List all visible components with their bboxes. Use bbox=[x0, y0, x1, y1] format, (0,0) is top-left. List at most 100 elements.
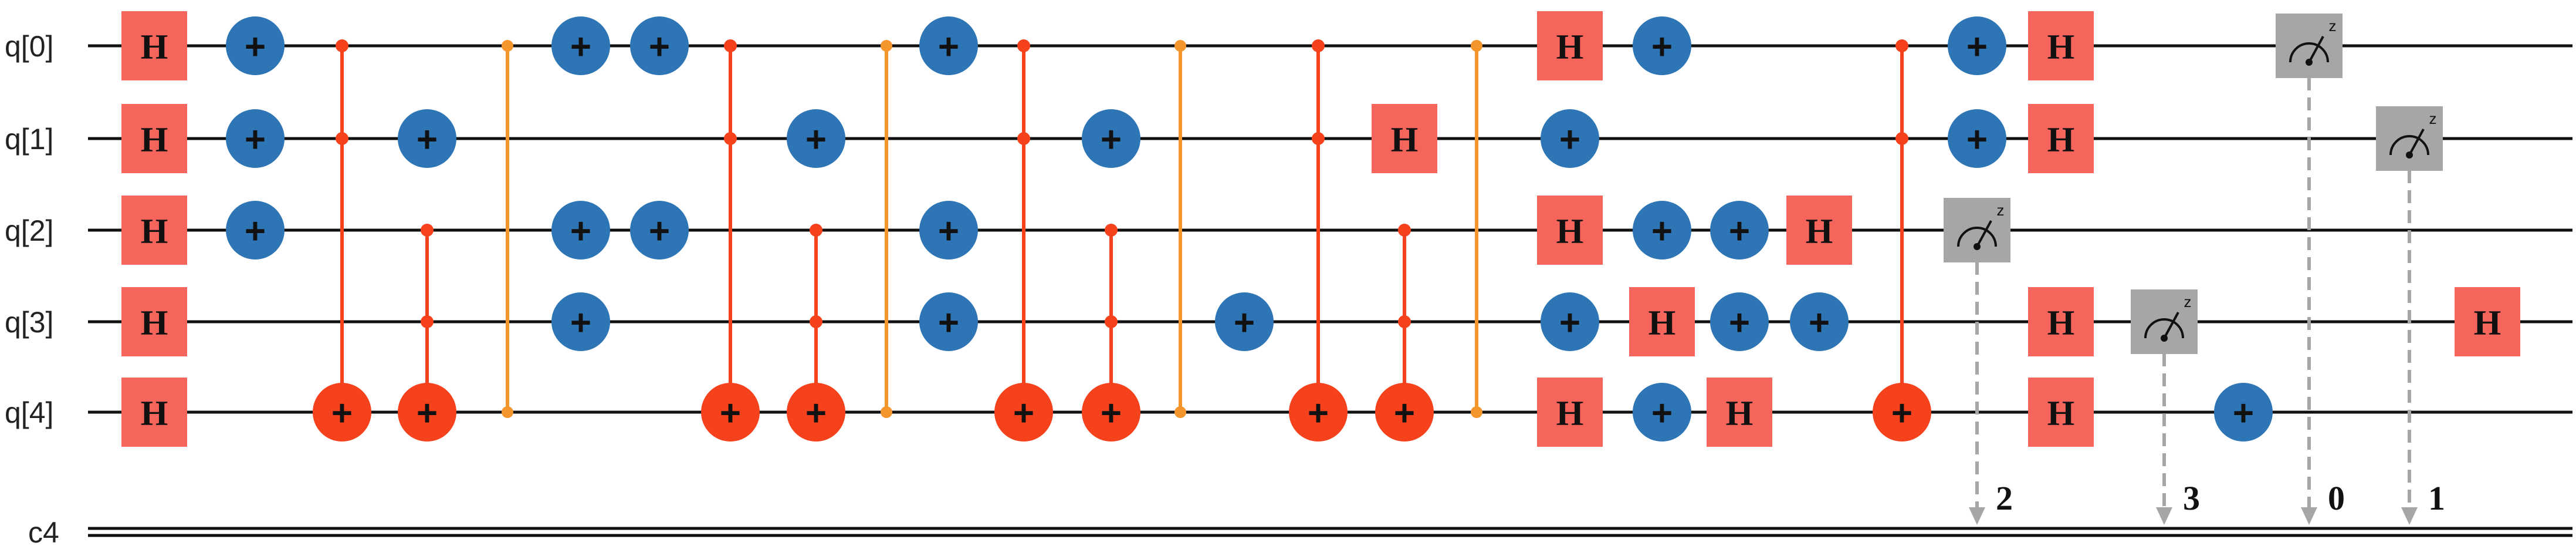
toffoli-gate: + bbox=[994, 39, 1053, 442]
x-gate-circle bbox=[1541, 292, 1599, 351]
toffoli-gate: + bbox=[1873, 39, 1931, 442]
x-gate: + bbox=[226, 16, 285, 75]
hadamard-gate: H bbox=[121, 196, 187, 265]
x-gate-circle bbox=[1633, 201, 1691, 260]
plus-icon: + bbox=[1101, 393, 1122, 434]
plus-icon: + bbox=[1559, 303, 1580, 343]
x-gate-circle bbox=[2214, 383, 2273, 442]
meter-arc-icon bbox=[2289, 42, 2329, 63]
hadamard-gate: H bbox=[2028, 11, 2094, 80]
measurement-arrowhead bbox=[1969, 507, 1985, 525]
meter-axis-label: z bbox=[2429, 110, 2437, 127]
x-gate: + bbox=[398, 109, 456, 168]
target-circle bbox=[1375, 383, 1434, 442]
x-gate: + bbox=[551, 201, 610, 260]
x-gate-circle bbox=[1710, 201, 1769, 260]
barrier bbox=[1174, 40, 1186, 418]
x-gate: + bbox=[1082, 109, 1140, 168]
classical-bit-index: 2 bbox=[1996, 479, 2013, 517]
hadamard-label: H bbox=[1648, 304, 1676, 342]
measurement-box bbox=[1944, 198, 2010, 262]
hadamard-label: H bbox=[141, 304, 168, 342]
measurement-box bbox=[2131, 289, 2198, 354]
measurement-gate: z0 bbox=[2276, 14, 2345, 525]
target-circle bbox=[1289, 383, 1348, 442]
hadamard-gate: H bbox=[1537, 196, 1603, 265]
x-gate: + bbox=[630, 16, 689, 75]
measurement-box bbox=[2376, 106, 2443, 171]
hadamard-gate: H bbox=[2028, 287, 2094, 356]
x-gate: + bbox=[919, 201, 978, 260]
hadamard-box bbox=[2028, 287, 2094, 356]
x-gate: + bbox=[919, 292, 978, 351]
x-gate-circle bbox=[1541, 109, 1599, 168]
hadamard-label: H bbox=[1391, 120, 1419, 159]
target-circle bbox=[313, 383, 371, 442]
barrier bbox=[881, 40, 892, 418]
control-dot bbox=[724, 132, 737, 145]
control-dot bbox=[1105, 315, 1118, 328]
barrier-end-dot bbox=[1471, 40, 1482, 52]
hadamard-label: H bbox=[2047, 120, 2075, 159]
control-dot bbox=[336, 132, 348, 145]
plus-icon: + bbox=[805, 393, 827, 434]
classical-bit-index: 1 bbox=[2428, 479, 2445, 517]
meter-needle-icon bbox=[2408, 129, 2425, 156]
plus-icon: + bbox=[245, 120, 266, 160]
x-gate: + bbox=[551, 292, 610, 351]
x-gate-circle bbox=[630, 201, 689, 260]
control-dot bbox=[810, 315, 822, 328]
plus-icon: + bbox=[245, 211, 266, 252]
hadamard-label: H bbox=[1556, 394, 1584, 433]
meter-axis-label: z bbox=[1997, 201, 2005, 219]
register-labels: q[0] q[1] q[2] q[3] q[4] c4 bbox=[5, 30, 59, 549]
toffoli-gate: + bbox=[701, 39, 760, 442]
barrier-end-dot bbox=[1174, 406, 1186, 418]
control-dot bbox=[1105, 224, 1118, 237]
x-gate-circle bbox=[226, 201, 285, 260]
plus-icon: + bbox=[938, 303, 959, 343]
barrier-end-dot bbox=[1174, 40, 1186, 52]
plus-icon: + bbox=[649, 27, 670, 68]
meter-needle-icon bbox=[2163, 312, 2179, 339]
x-gate-circle bbox=[1633, 383, 1691, 442]
meter-axis-label: z bbox=[2184, 293, 2192, 311]
hadamard-box bbox=[121, 196, 187, 265]
plus-icon: + bbox=[1966, 27, 1988, 68]
register-label-q4: q[4] bbox=[5, 396, 53, 429]
plus-icon: + bbox=[1394, 393, 1415, 434]
control-dot bbox=[1312, 39, 1325, 52]
x-gate-circle bbox=[226, 16, 285, 75]
x-gate-circle bbox=[919, 201, 978, 260]
hadamard-label: H bbox=[141, 394, 168, 433]
hadamard-label: H bbox=[1806, 212, 1833, 251]
toffoli-gate: + bbox=[398, 224, 456, 442]
hadamard-gate: H bbox=[1786, 196, 1852, 265]
hadamard-label: H bbox=[1556, 28, 1584, 66]
plus-icon: + bbox=[1013, 393, 1034, 434]
toffoli-gate: + bbox=[1375, 224, 1434, 442]
x-gate: + bbox=[919, 16, 978, 75]
x-gate: + bbox=[1790, 292, 1849, 351]
register-label-q2: q[2] bbox=[5, 214, 53, 247]
plus-icon: + bbox=[649, 211, 670, 252]
toffoli-gate: + bbox=[1289, 39, 1348, 442]
barrier-end-dot bbox=[502, 40, 513, 52]
x-gate-circle bbox=[1948, 16, 2006, 75]
barrier-end-dot bbox=[881, 406, 892, 418]
plus-icon: + bbox=[570, 27, 591, 68]
x-gate: + bbox=[1633, 383, 1691, 442]
measurement-gate: z3 bbox=[2131, 289, 2200, 525]
classical-bit-index: 0 bbox=[2328, 479, 2345, 517]
barrier-end-dot bbox=[502, 406, 513, 418]
x-gate: + bbox=[787, 109, 845, 168]
hadamard-box bbox=[2028, 378, 2094, 447]
register-label-q0: q[0] bbox=[5, 30, 53, 63]
target-circle bbox=[994, 383, 1053, 442]
control-dot bbox=[724, 39, 737, 52]
hadamard-box bbox=[1537, 378, 1603, 447]
hadamard-label: H bbox=[2047, 304, 2075, 342]
hadamard-label: H bbox=[141, 28, 168, 66]
x-gate-circle bbox=[919, 16, 978, 75]
hadamard-label: H bbox=[141, 120, 168, 159]
